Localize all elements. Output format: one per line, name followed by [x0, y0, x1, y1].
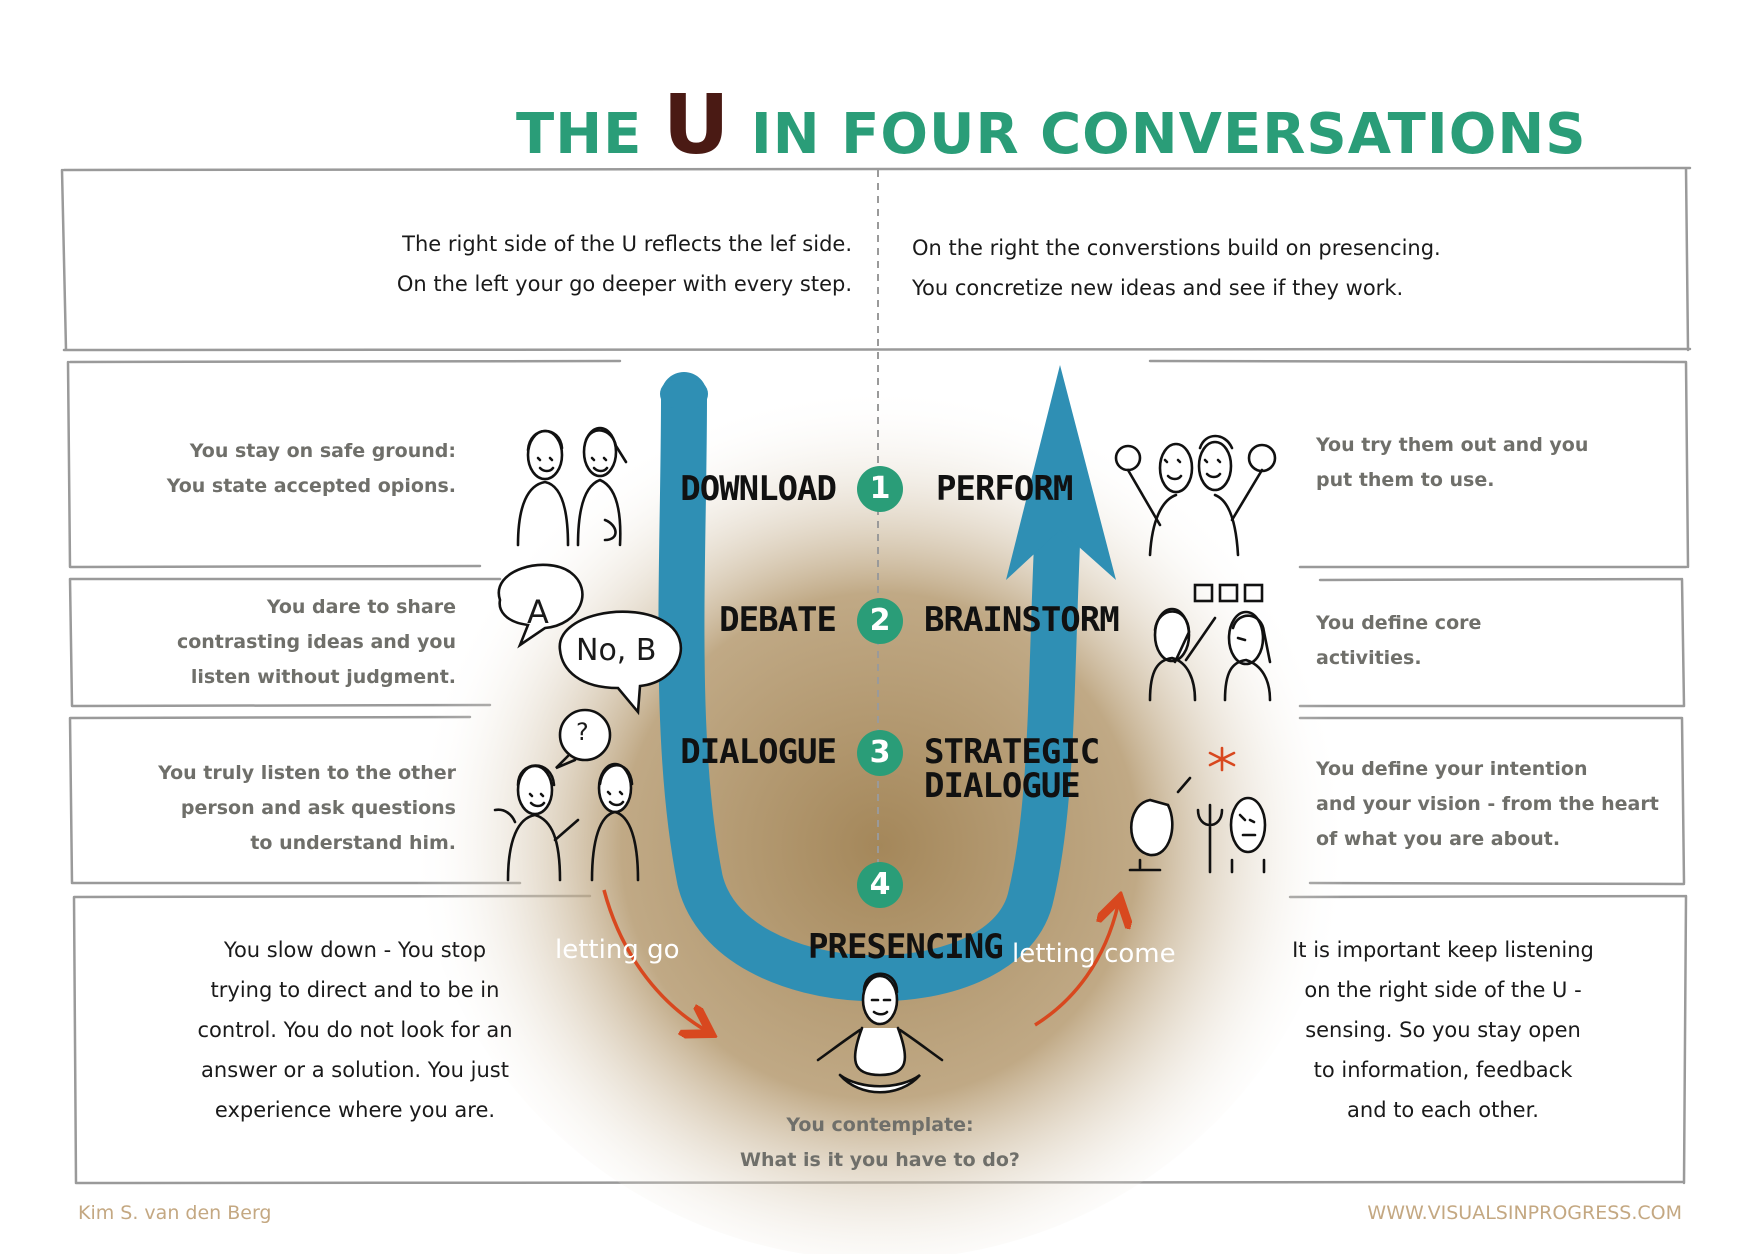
- text-line: You state accepted opions.: [166, 475, 456, 497]
- label-line: STRATEGIC: [924, 732, 1100, 772]
- speech-bubble-icon: [497, 563, 683, 716]
- text-line: put them to use.: [1316, 469, 1495, 491]
- title-u: U: [662, 78, 731, 173]
- stage-3-number-badge: 3: [857, 730, 903, 776]
- text-line: You slow down - You stop: [223, 938, 487, 962]
- stage-2-left-label: DEBATE: [719, 600, 837, 640]
- stage-2-left-text: You dare to share contrasting ideas and …: [177, 590, 456, 695]
- label-line: PERFORM: [936, 469, 1073, 509]
- presencing-caption: You contemplate: What is it you have to …: [730, 1108, 1030, 1178]
- text-line: activities.: [1316, 647, 1422, 669]
- text-line: of what you are about.: [1316, 828, 1561, 850]
- intro-right: On the right the converstions build on p…: [912, 228, 1441, 308]
- text-line: It is important keep listening: [1292, 938, 1594, 962]
- stage-2-right-label: BRAINSTORM: [924, 600, 1120, 640]
- text-line: sensing. So you stay open: [1305, 1018, 1581, 1042]
- text-line: You define your intention: [1316, 758, 1588, 780]
- stage-3-left-text: You truly listen to the other person and…: [158, 756, 456, 861]
- people-icon: [516, 426, 628, 547]
- presencing-left-text: You slow down - You stop trying to direc…: [130, 930, 580, 1130]
- website-credit: WWW.VISUALSINPROGRESS.COM: [1367, 1202, 1682, 1224]
- stage-1-right-text: You try them out and you put them to use…: [1316, 428, 1588, 498]
- stage-2-number-badge: 2: [857, 598, 903, 644]
- presencing-label: PRESENCING: [808, 927, 1004, 967]
- intro-right-line: On the right the converstions build on p…: [912, 236, 1441, 260]
- letting-come-label: letting come: [1012, 939, 1176, 969]
- u-arrowhead: [1006, 365, 1116, 580]
- text-line: to understand him.: [250, 832, 456, 854]
- stage-1-right-label: PERFORM: [936, 469, 1073, 509]
- author-credit: Kim S. van den Berg: [78, 1202, 272, 1224]
- text-line: You define core: [1316, 612, 1482, 634]
- letting-come-arrow: [1034, 905, 1118, 1027]
- bubble-q-text: ?: [576, 718, 589, 746]
- stage-3-right-label: STRATEGIC DIALOGUE: [924, 732, 1100, 806]
- glow-shadow: [410, 340, 1350, 1254]
- intro-left: The right side of the U reflects the lef…: [397, 224, 852, 304]
- stage-3-right-text: You define your intention and your visio…: [1316, 752, 1659, 857]
- title-post: IN FOUR CONVERSATIONS: [750, 102, 1587, 167]
- text-line: and to each other.: [1347, 1098, 1539, 1122]
- text-line: to information, feedback: [1313, 1058, 1573, 1082]
- stage-1-left-label: DOWNLOAD: [680, 469, 837, 509]
- stage-4-number-badge: 4: [857, 862, 903, 908]
- letting-go-arrow: [602, 889, 705, 1030]
- text-line: You stay on safe ground:: [189, 440, 456, 462]
- meditating-person-icon: [816, 972, 944, 1094]
- text-line: What is it you have to do?: [740, 1149, 1020, 1171]
- question-bubble-icon: [555, 708, 612, 770]
- stage-1-number-badge: 1: [857, 466, 903, 512]
- idea-cards-icon: [1148, 583, 1272, 702]
- text-line: on the right side of the U -: [1304, 978, 1582, 1002]
- text-line: person and ask questions: [180, 797, 456, 819]
- letting-go-label: letting go: [555, 935, 680, 965]
- text-line: and your vision - from the heart: [1316, 793, 1659, 815]
- heart-vision-icon: [1128, 746, 1267, 874]
- text-line: You truly listen to the other: [158, 762, 456, 784]
- text-line: contrasting ideas and you: [176, 631, 456, 653]
- u-arrow: [658, 372, 1083, 1002]
- text-line: listen without judgment.: [190, 666, 456, 688]
- label-line: DIALOGUE: [924, 766, 1081, 806]
- text-line: You try them out and you: [1316, 434, 1589, 456]
- label-line: BRAINSTORM: [924, 600, 1120, 640]
- text-line: trying to direct and to be in: [210, 978, 500, 1002]
- intro-right-line: You concretize new ideas and see if they…: [912, 276, 1404, 300]
- intro-left-line: On the left your go deeper with every st…: [396, 272, 852, 296]
- text-line: answer or a solution. You just: [201, 1058, 509, 1082]
- people-icon: [493, 762, 640, 882]
- stage-3-left-label: DIALOGUE: [680, 732, 837, 772]
- page-title: THE U IN FOUR CONVERSATIONS: [516, 78, 1587, 173]
- text-line: control. You do not look for an: [197, 1018, 513, 1042]
- stage-1-left-text: You stay on safe ground: You state accep…: [167, 434, 456, 504]
- title-pre: THE: [516, 102, 643, 167]
- bubble-a-text: A: [527, 593, 549, 631]
- text-line: experience where you are.: [214, 1098, 496, 1122]
- stage-2-right-text: You define core activities.: [1316, 606, 1481, 676]
- cheering-people-icon: [1114, 434, 1277, 557]
- text-line: You dare to share: [266, 596, 456, 618]
- intro-left-line: The right side of the U reflects the lef…: [402, 232, 852, 256]
- bubble-b-text: No, B: [576, 633, 657, 668]
- text-line: You contemplate:: [786, 1114, 974, 1136]
- presencing-right-text: It is important keep listening on the ri…: [1218, 930, 1668, 1130]
